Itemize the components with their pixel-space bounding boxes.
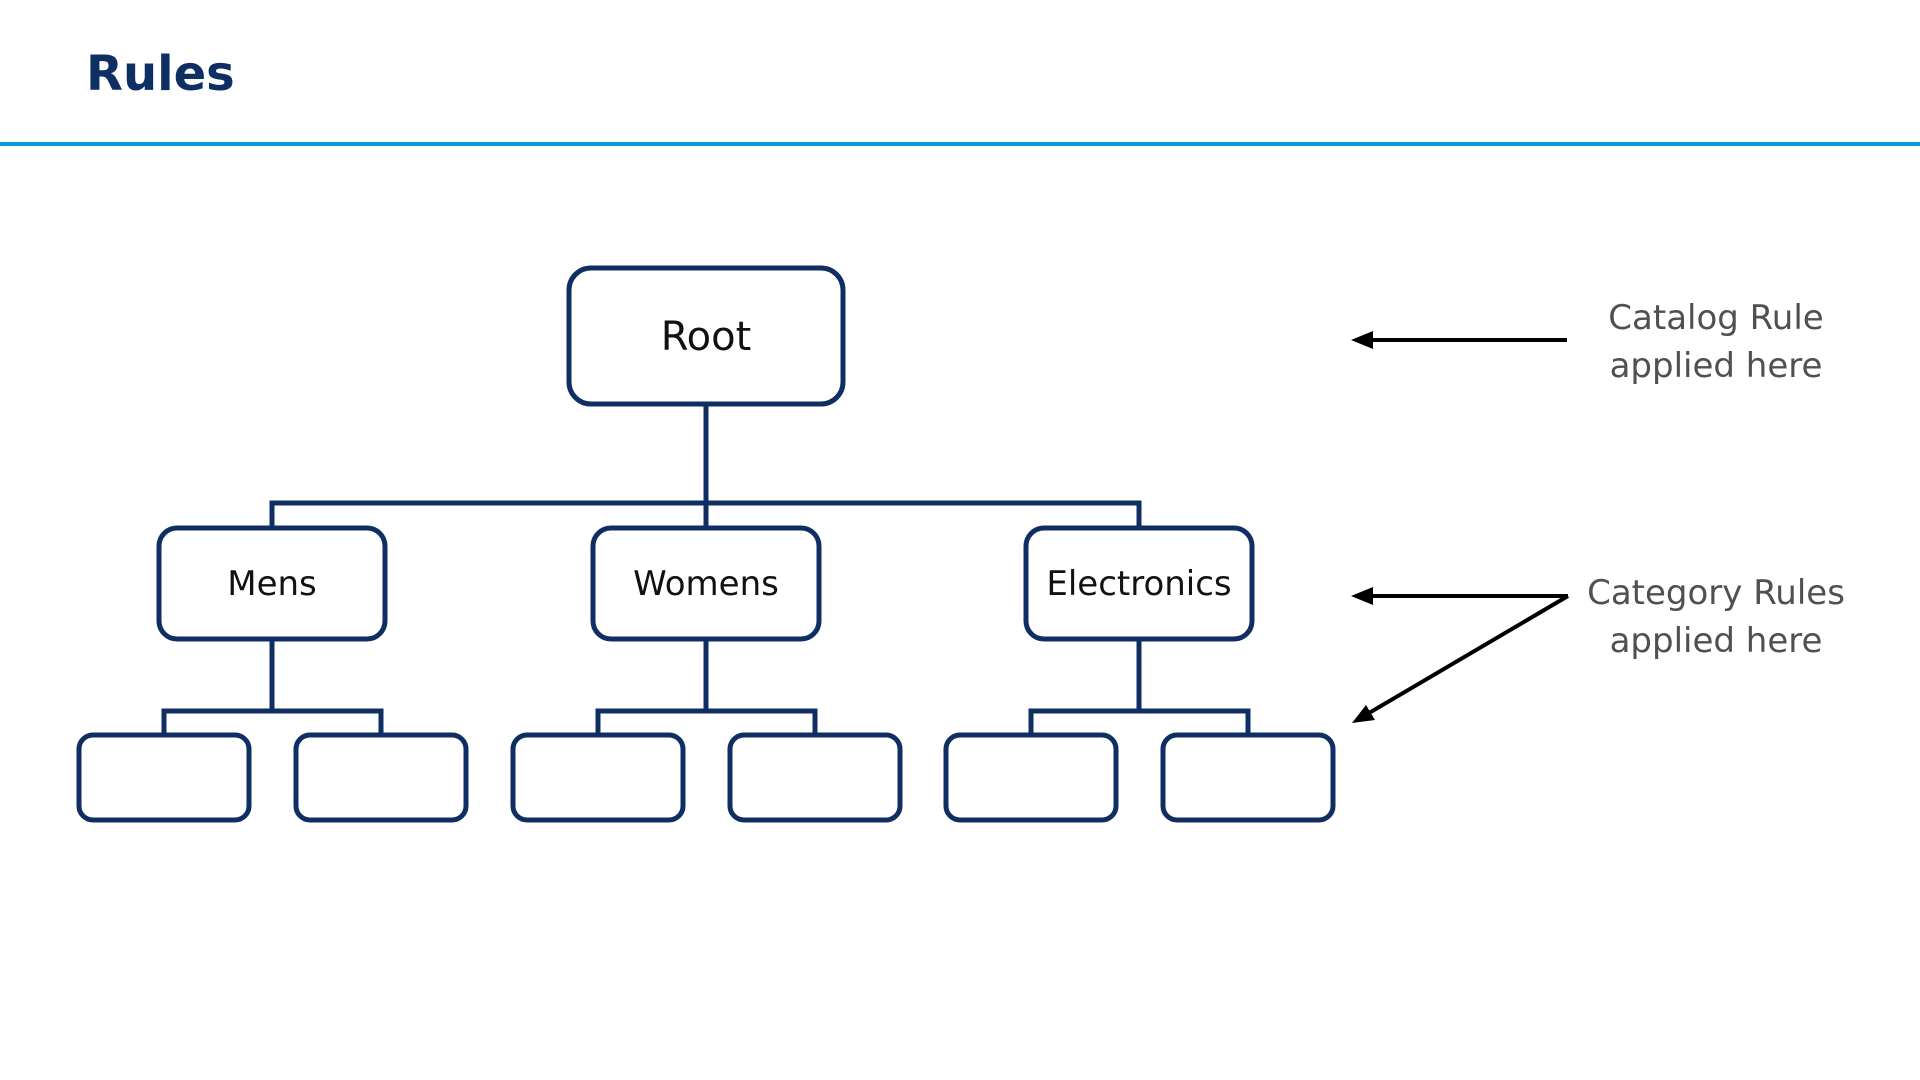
title-divider [0, 142, 1920, 146]
annotation-line: applied here [1610, 621, 1823, 661]
annotation-line: Catalog Rule [1608, 298, 1823, 338]
annotation-line: Category Rules [1587, 573, 1845, 613]
leaf-node [510, 732, 686, 823]
leaf-node [943, 732, 1119, 823]
connector-electronics-to-leaves [1028, 641, 1251, 735]
category-node-electronics: Electronics [1023, 525, 1255, 642]
arrow-head-icon [1352, 705, 1375, 723]
connector-mens-to-leaves [161, 641, 384, 735]
slide-title: Rules [86, 46, 235, 102]
root-node-box [566, 265, 846, 407]
category-node-label: Mens [227, 564, 317, 604]
category-node-box [590, 525, 822, 642]
category-node-box [1023, 525, 1255, 642]
connector-womens-to-leaves [595, 641, 818, 735]
category-node-label: Electronics [1046, 564, 1231, 604]
arrow-head-icon [1351, 587, 1373, 605]
category-rules-arrows [1351, 587, 1570, 723]
arrow-head-icon [1351, 331, 1373, 349]
root-node-label: Root [661, 314, 752, 360]
annotation-line: applied here [1610, 346, 1823, 386]
catalog-rule-arrow [1351, 331, 1567, 349]
leaf-node [76, 732, 252, 823]
category-node-box [156, 525, 388, 642]
leaf-node [727, 732, 903, 823]
category-rules-annotation: Category Rules applied here [1587, 573, 1845, 661]
leaf-node [1160, 732, 1336, 823]
category-node-label: Womens [633, 564, 779, 604]
connector-root-to-categories [269, 406, 1142, 528]
category-node-womens: Womens [590, 525, 822, 642]
leaf-node [293, 732, 469, 823]
catalog-rule-annotation: Catalog Rule applied here [1608, 298, 1823, 386]
root-node: Root [566, 265, 846, 407]
category-node-mens: Mens [156, 525, 388, 642]
